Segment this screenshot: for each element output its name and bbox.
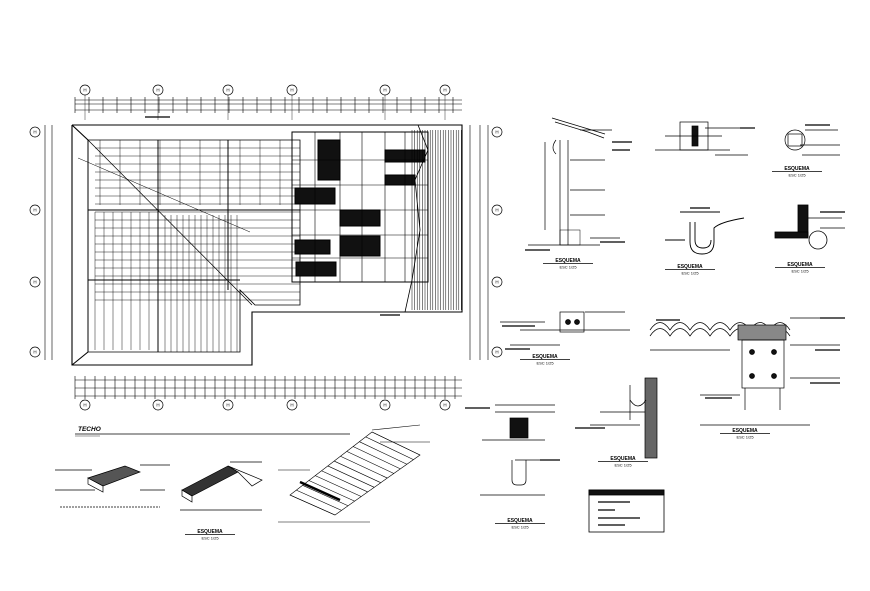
callout-leaders <box>145 116 845 461</box>
grid-bubble-icon <box>29 346 41 358</box>
grid-bubble-label: H <box>83 403 86 408</box>
grid-bubble-label: H <box>33 350 36 355</box>
detail-caption-scale: ESC 1/25 <box>614 463 632 468</box>
grid-bubble-icon <box>222 399 234 411</box>
detail-caption-title: ESQUEMA <box>732 428 758 434</box>
footing-detail <box>480 404 560 496</box>
bolt-detail <box>784 129 840 156</box>
grid-bubble-icon <box>491 126 503 138</box>
grid-bubble-icon <box>29 126 41 138</box>
grid-bubble-label: H <box>383 403 386 408</box>
grid-bubble-label: H <box>495 350 498 355</box>
grid-bubbles: H H H H H H H H H H H H H H H H H H H H <box>29 84 503 411</box>
detail-caption-scale: ESC 1/25 <box>511 525 529 530</box>
rebar-detail <box>500 311 630 346</box>
grid-bubble-label: H <box>226 88 229 93</box>
grid-bubble-icon <box>491 204 503 216</box>
detail-caption-scale: ESC 1/25 <box>736 435 754 440</box>
grid-bubble-icon <box>286 399 298 411</box>
detail-caption-title: ESQUEMA <box>610 456 636 462</box>
corner-wall-detail <box>774 204 845 250</box>
detail-caption-title: ESQUEMA <box>787 262 813 268</box>
side-dimension-lines <box>44 125 489 360</box>
hatched-roof-slab <box>404 124 463 313</box>
skylight-block <box>291 131 429 283</box>
corner-beam-iso-detail <box>180 461 263 511</box>
grid-bubble-label: H <box>33 130 36 135</box>
detail-caption-title: ESQUEMA <box>507 518 533 524</box>
gutter-section-detail <box>528 117 620 246</box>
detail-caption-scale: ESC 1/25 <box>536 361 554 366</box>
top-dimension-lines <box>74 97 462 113</box>
detail-caption-title: ESQUEMA <box>784 166 810 172</box>
grid-bubble-icon <box>491 346 503 358</box>
grid-bubble-label: H <box>290 403 293 408</box>
grid-bubble-label: H <box>495 130 498 135</box>
detail-caption-title: ESQUEMA <box>555 258 581 264</box>
grid-bubble-label: H <box>226 403 229 408</box>
roof-purlins <box>99 140 281 205</box>
detail-caption-scale: ESC 1/25 <box>681 271 699 276</box>
isometric-details <box>55 424 430 523</box>
structural-beams <box>87 140 300 352</box>
wall-bracket-detail <box>590 377 658 459</box>
spec-table <box>588 489 665 533</box>
grid-bubble-icon <box>491 276 503 288</box>
hook-gutter-detail <box>665 211 745 255</box>
grid-bubble-label: H <box>83 88 86 93</box>
grid-bubble-label: H <box>156 88 159 93</box>
detail-caption-scale: ESC 1/25 <box>559 265 577 270</box>
grid-bubble-icon <box>29 204 41 216</box>
roof-iso-detail <box>278 424 430 523</box>
grid-bubble-label: H <box>495 280 498 285</box>
grid-bubble-icon <box>439 399 451 411</box>
detail-caption-scale: ESC 1/25 <box>201 536 219 541</box>
detail-caption-title: ESQUEMA <box>532 354 558 360</box>
grid-bubble-label: H <box>33 208 36 213</box>
plan-title: TECHO <box>78 426 101 433</box>
grid-bubble-label: H <box>156 403 159 408</box>
panel-iso-detail <box>55 464 170 508</box>
grid-bubble-label: H <box>495 208 498 213</box>
grid-bubble-label: H <box>443 403 446 408</box>
grid-bubble-icon <box>79 399 91 411</box>
section-details <box>480 117 845 533</box>
detail-caption-scale: ESC 1/25 <box>788 173 806 178</box>
detail-caption-scale: ESC 1/25 <box>791 269 809 274</box>
grid-bubble-label: H <box>290 88 293 93</box>
beam-node-detail <box>655 121 748 156</box>
grid-bubble-icon <box>29 276 41 288</box>
detail-caption-title: ESQUEMA <box>197 529 223 535</box>
grid-bubble-icon <box>152 399 164 411</box>
grid-bubble-label: H <box>443 88 446 93</box>
detail-caption-title: ESQUEMA <box>677 264 703 270</box>
grid-bubble-label: H <box>383 88 386 93</box>
tile-column-detail <box>649 317 840 426</box>
roof-plan: H H H H H H H H H H H H H H H H H H H H <box>29 84 503 437</box>
grid-bubble-label: H <box>33 280 36 285</box>
grid-bubble-icon <box>379 399 391 411</box>
bottom-dimension-lines <box>74 376 462 399</box>
roof-rafters <box>94 147 300 352</box>
